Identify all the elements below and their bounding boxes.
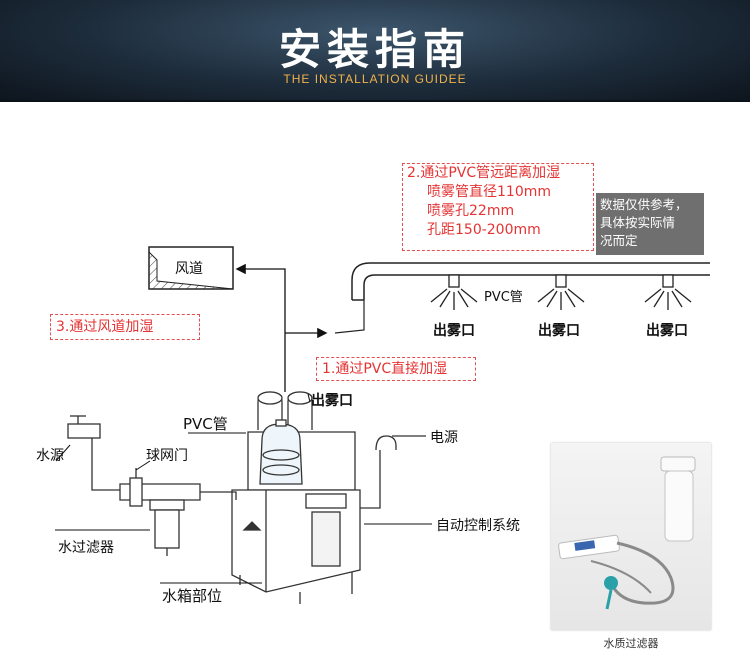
mist-outlet-label-1: 出雾口 — [433, 323, 475, 339]
nozzle-3 — [644, 274, 692, 310]
banner-subtitle: THE INSTALLATION GUIDEE — [283, 72, 467, 86]
water-filter-caption: 水质过滤器 — [603, 637, 659, 650]
air-duct-label: 风道 — [175, 261, 203, 277]
nozzle-2 — [537, 274, 585, 310]
water-supply-line — [67, 415, 237, 556]
callout-direct: 1.通过PVC直接加湿 — [316, 357, 476, 381]
power-cord — [360, 435, 426, 509]
water-source-label: 水源 — [36, 448, 64, 464]
mist-outlet-label-3: 出雾口 — [646, 323, 688, 339]
power-label: 电源 — [430, 430, 458, 446]
water-tank-label: 水箱部位 — [162, 587, 223, 605]
callout-hole-size: 喷雾孔22mm — [427, 203, 515, 219]
callout-pipe-diameter: 喷雾管直径110mm — [427, 184, 551, 200]
header-banner: 安装指南 THE INSTALLATION GUIDEE — [0, 0, 750, 102]
water-filter-image — [558, 456, 696, 610]
water-filter-photo — [551, 443, 711, 630]
note-line-1: 数据仅供参考， — [600, 197, 688, 212]
ball-valve-label: 球网门 — [146, 448, 188, 464]
callout-long-distance-title: 2.通过PVC管远距离加湿 — [407, 165, 561, 181]
pvc-pipe-top-label: PVC管 — [484, 290, 523, 305]
note-line-3: 况而定 — [600, 233, 638, 248]
note-line-2: 具体按实际情 — [600, 215, 676, 230]
duct-feed-line — [235, 263, 286, 392]
banner-title: 安装指南 — [278, 25, 471, 74]
water-filter-label: 水过滤器 — [58, 540, 114, 556]
mist-outlet-label-2: 出雾口 — [538, 323, 580, 339]
humidifier-unit — [231, 391, 361, 604]
banner-divider — [0, 100, 750, 102]
callout-hole-spacing: 孔距150-200mm — [427, 222, 541, 238]
pvc-pipe-label: PVC管 — [183, 415, 228, 433]
callout-long-distance: 2.通过PVC管远距离加湿 喷雾管直径110mm 喷雾孔22mm 孔距150-2… — [402, 163, 594, 251]
nozzle-1 — [430, 274, 478, 310]
label-leaders — [55, 393, 432, 584]
air-duct — [148, 246, 234, 290]
disclaimer-note: 数据仅供参考， 具体按实际情 况而定 — [596, 193, 704, 255]
callout-duct: 3.通过风道加湿 — [50, 314, 200, 340]
mist-outlet-unit-label: 出雾口 — [311, 393, 353, 409]
auto-control-label: 自动控制系统 — [436, 518, 520, 534]
long-pvc-pipe — [334, 262, 710, 334]
